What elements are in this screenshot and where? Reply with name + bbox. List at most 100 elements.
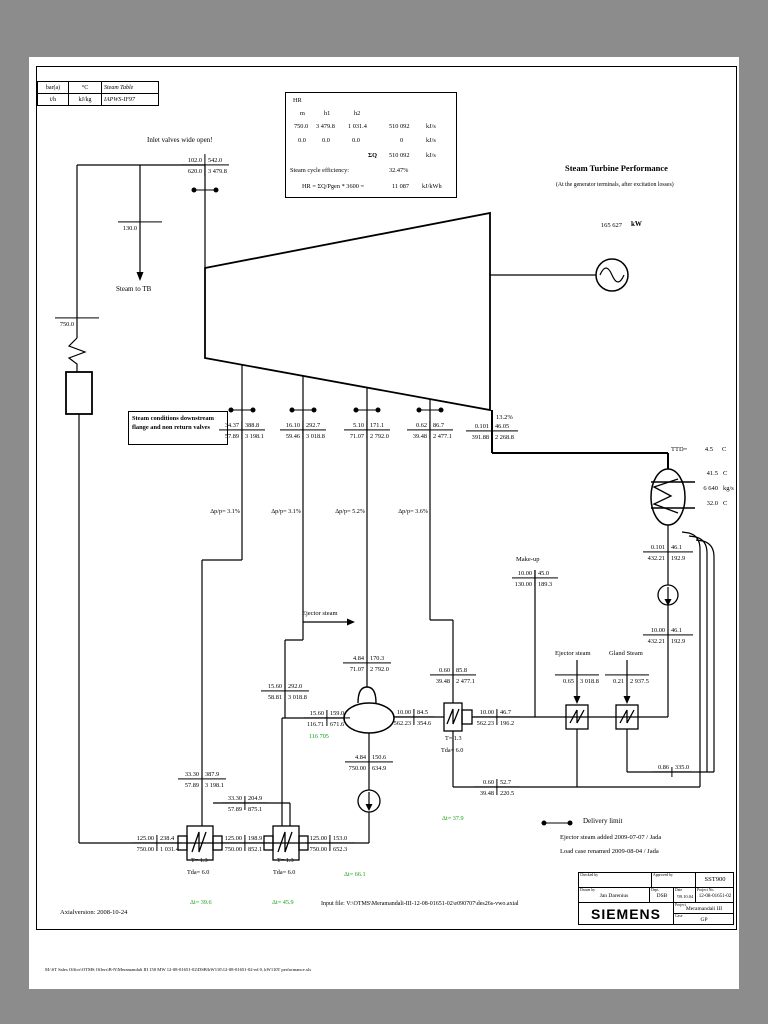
hr-cell: 750.0 (294, 123, 309, 130)
make-up-label: Make-up (516, 556, 540, 563)
revision-note-2: Load case renamed 2009-08-04 / Jada (560, 848, 659, 855)
hr-cell: 1 031.4 (348, 123, 367, 130)
siemens-logo: SIEMENS (590, 906, 661, 922)
document-footer-path: M:\ST Sales Office\OTMS Offers\B-N\Meram… (45, 967, 312, 972)
deaerator-symbol (343, 702, 395, 734)
model-number: SST900 (704, 876, 726, 883)
hr-efficiency-label: Steam cycle efficiency: (290, 167, 349, 174)
ejector-steam-label: Ejector steam (555, 650, 591, 657)
h2-dca: Tda= 6.0 (273, 869, 296, 876)
gland-steam-label: Gland Steam (609, 650, 643, 657)
hr-title: HR (293, 97, 302, 104)
cw-flow: 6 640 (703, 485, 718, 492)
delivery-limit-legend-icon (541, 820, 573, 826)
performance-title: Steam Turbine Performance (565, 163, 668, 173)
drain-return-line (688, 535, 708, 772)
generator-power-unit: kW (631, 220, 642, 228)
ttd-label: TTD= (671, 446, 688, 453)
ejector-condenser (565, 704, 589, 730)
project-no-value: 12-08-01651-02 (698, 894, 732, 899)
dp-label-ext1: Δp/p= 3.1% (210, 508, 240, 515)
h1-ttd: T= 1.3 (191, 857, 208, 864)
date-label: Date (675, 888, 683, 892)
hr-unit: kJ/s (426, 137, 436, 144)
axial-version: Axialversion: 2008-10-24 (60, 909, 128, 916)
ejector-branch-label: Ejector steam (302, 610, 338, 617)
drain-return-line (695, 539, 715, 772)
unit-temperature: °C (69, 82, 102, 93)
approved-by-label: Approved by (653, 873, 673, 877)
revision-note-1: Ejector steam added 2009-07-07 / Jada (560, 834, 662, 841)
cw-flow-unit: kg/s (723, 485, 734, 492)
hr-unit: kJ/s (426, 152, 436, 159)
unit-pressure: bar(a) (38, 82, 69, 93)
gland-steam-condenser (615, 704, 639, 730)
delivery-limit-label: Delivery limit (583, 817, 623, 825)
hr-unit: kJ/s (426, 123, 436, 130)
hr-cell: 0 (400, 137, 404, 144)
delta-t-h2: Δt= 45.9 (272, 899, 294, 906)
delivery-limit-marker-icon (289, 407, 317, 413)
cw-cold-temp: 32.0 (706, 500, 718, 507)
exhaust-quality: 13.2% (496, 414, 513, 421)
hr-cell: 3 479.8 (316, 123, 335, 130)
hr-value-unit: kJ/kWh (422, 183, 442, 190)
h1-dca: Tda= 6.0 (187, 869, 210, 876)
ttd-value: 4.5 (704, 446, 713, 453)
project-name: Meramandali III (685, 906, 723, 912)
hr-col-m: m (300, 110, 305, 117)
feedwater-heaters (177, 702, 639, 861)
generator-power: 165 627 (600, 222, 622, 229)
unit-flow: t/h (38, 94, 69, 105)
inlet-valves-label: Inlet valves wide open! (147, 136, 213, 144)
condensate-pump (657, 584, 679, 606)
hr-cell: 0.0 (322, 137, 330, 144)
drawing-frame (36, 66, 737, 930)
document-page (29, 57, 739, 989)
dp-label-ext2: Δp/p= 3.1% (271, 508, 301, 515)
date-value: '09.10.04 (676, 894, 694, 899)
condenser-zigzag-icon (652, 478, 679, 514)
project-label: Project (675, 903, 686, 907)
ttd-unit: C (722, 446, 727, 453)
generator-sine-icon (599, 267, 625, 283)
ejector-steam-arrow-icon (573, 696, 581, 704)
hr-col-h2: h2 (354, 110, 361, 117)
gland-steam-arrow-icon (623, 696, 631, 704)
cw-cold-unit: C (723, 500, 728, 507)
delivery-limit-marker-icon (191, 187, 219, 193)
unit-enthalpy: kJ/kg (69, 94, 102, 105)
hr-efficiency-value: 32.47% (389, 167, 409, 174)
h2-ttd: T= 1.3 (277, 857, 294, 864)
checked-by-label: Checked by (580, 873, 599, 877)
hr-col-h1: h1 (324, 110, 331, 117)
delta-t-lp: Δt= 37.9 (442, 815, 464, 822)
drain-return-line (681, 531, 701, 787)
delivery-limit-marker-icon (228, 407, 256, 413)
hr-cell: 0.0 (298, 137, 306, 144)
h3-dca: Tda= 6.0 (441, 747, 464, 754)
case-value: GP (700, 917, 708, 923)
heat-rate-box: HR m h1 h2 750.0 3 479.8 1 031.4 510 092… (285, 92, 457, 198)
performance-subtitle: (At the generator terminals, after excit… (556, 182, 674, 188)
feedwater-pump (357, 789, 381, 813)
dp-label-ext3: Δp/p= 5.2% (335, 508, 365, 515)
hr-sum-value: 510 092 (389, 152, 410, 159)
hr-value: 11 087 (392, 183, 410, 190)
delivery-limit-markers (191, 187, 573, 826)
input-file-path: Input file: V:\OTMS\Meramandali-III-12-0… (321, 901, 519, 907)
delivery-limit-marker-icon (353, 407, 381, 413)
steam-to-tb-arrow-icon (136, 272, 144, 281)
deaerator-dome (357, 686, 377, 704)
hr-sum-symbol: ΣQ (368, 152, 378, 159)
steam-to-tb-label: Steam to TB (116, 285, 152, 293)
flow-arrowheads (136, 272, 631, 704)
delta-t-h3: Δt= 66.1 (344, 871, 366, 878)
exhaust-duct (491, 410, 669, 470)
cw-hot-temp: 41.5 (706, 470, 718, 477)
deaerator-flow-kgh: 116 705 (309, 733, 329, 740)
